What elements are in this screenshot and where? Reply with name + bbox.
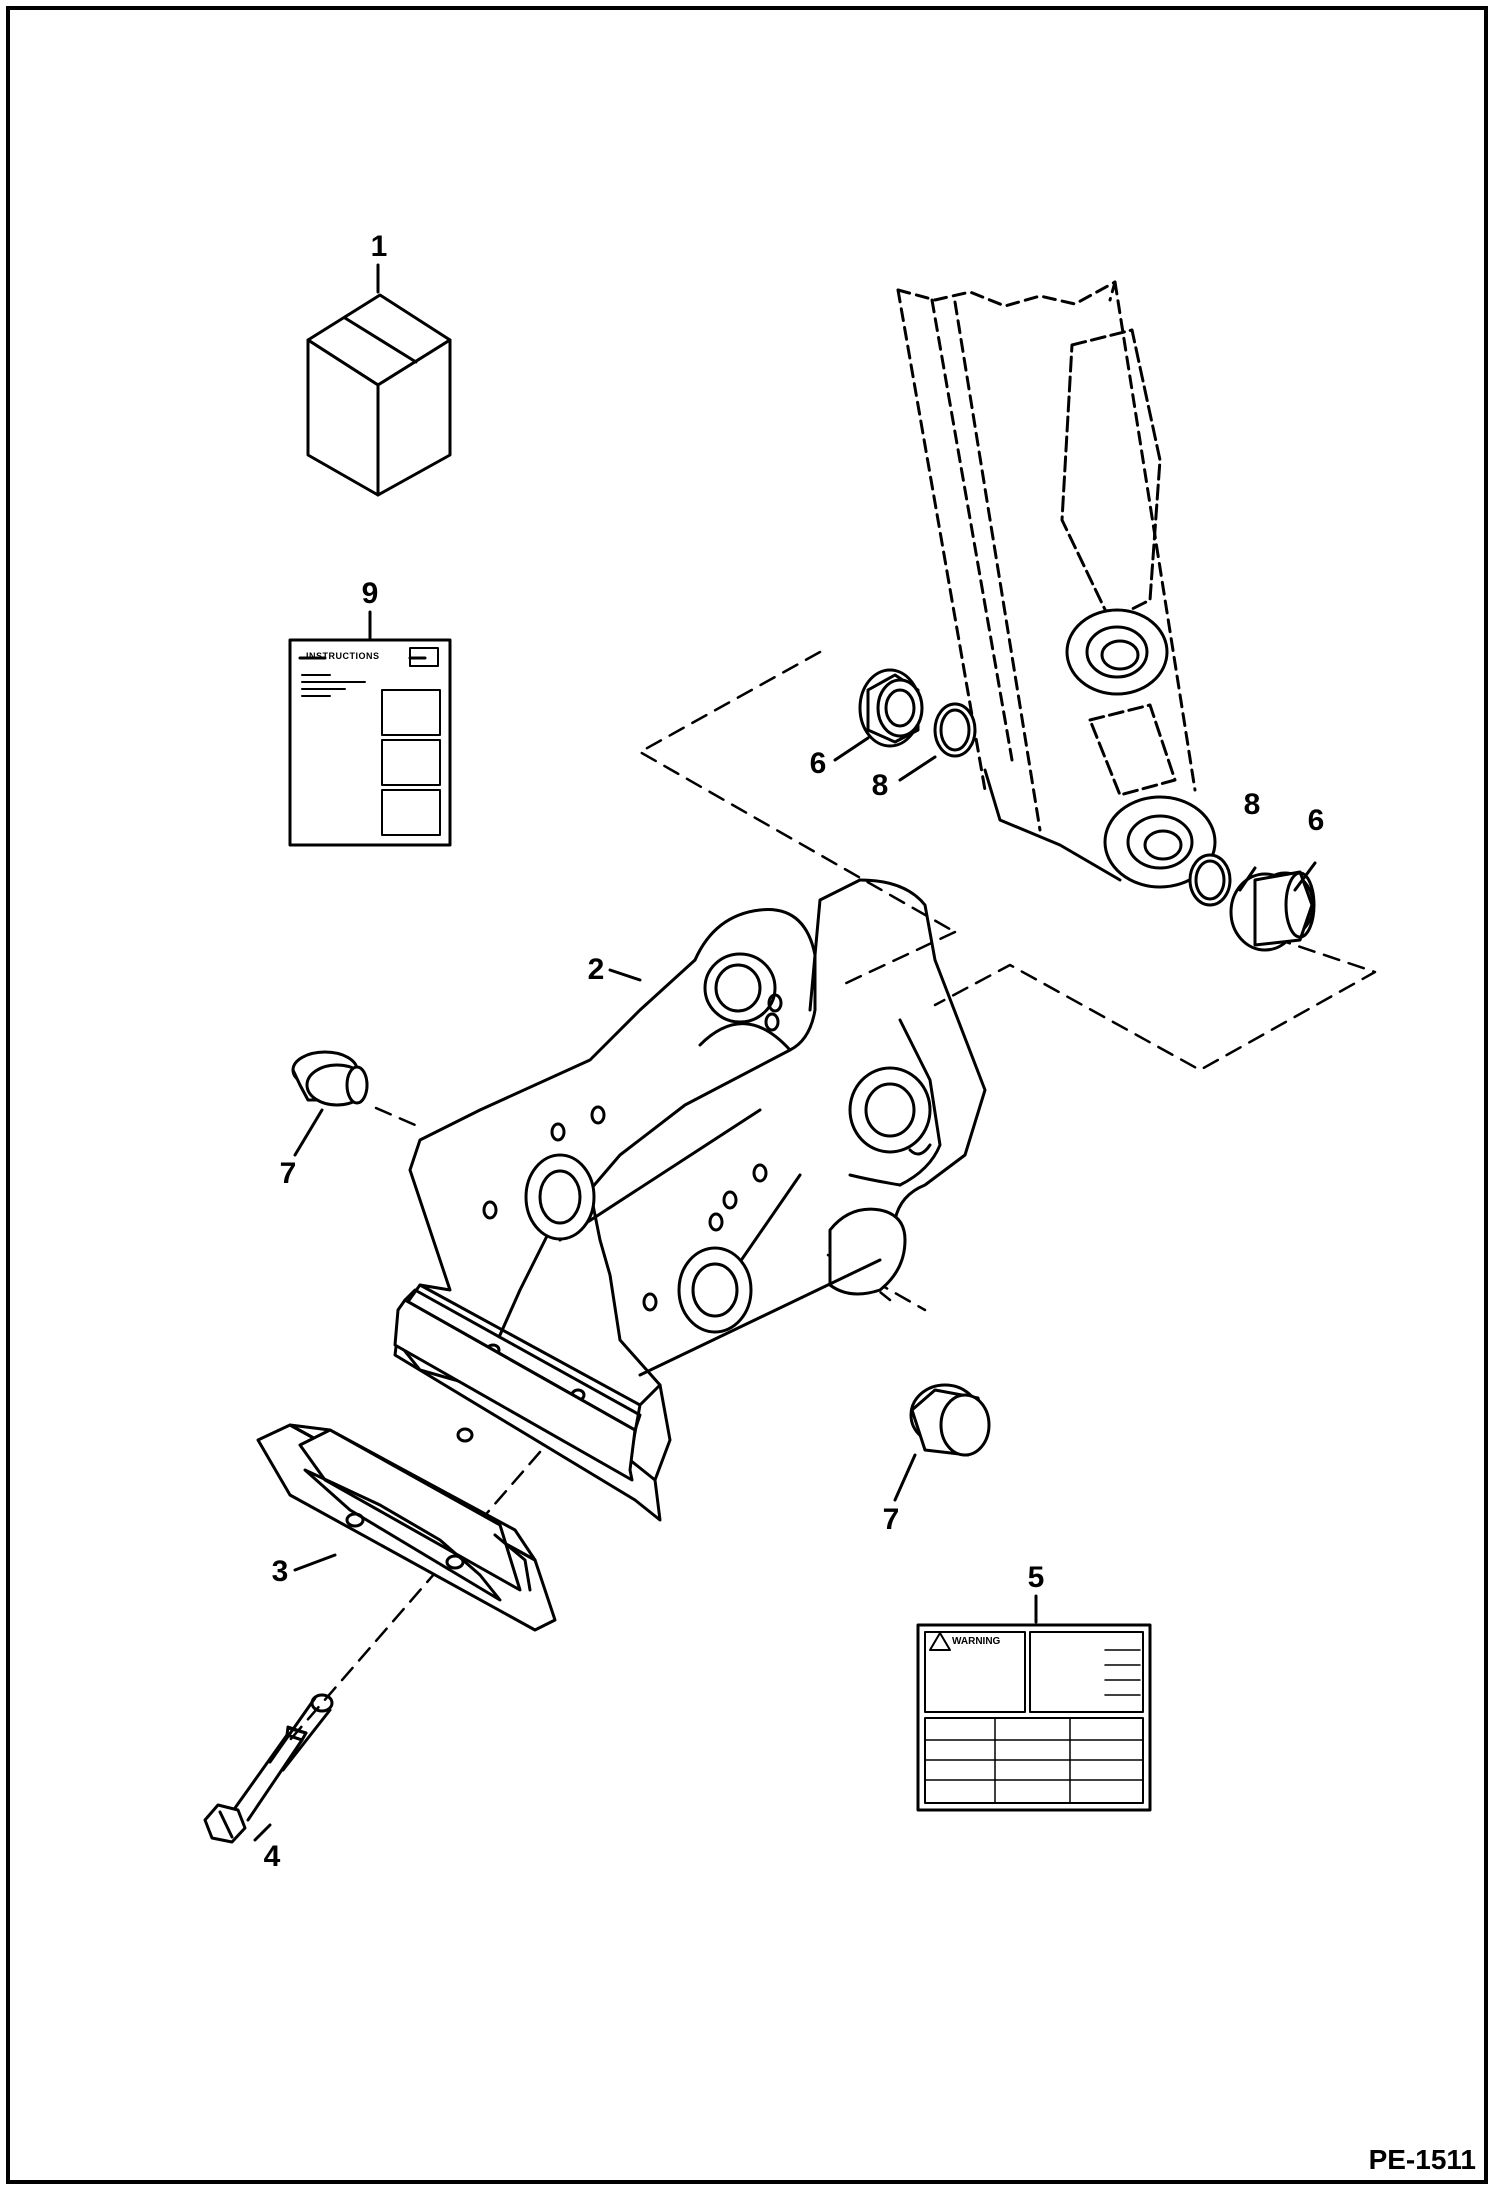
callout-4: 4 xyxy=(263,1840,281,1873)
diagram-frame xyxy=(6,6,1488,2184)
figure-code: PE-1511 xyxy=(1368,2144,1476,2175)
leader-lines xyxy=(253,736,1317,1842)
spacer-right-part xyxy=(909,1383,991,1457)
callout-7-left: 7 xyxy=(279,1157,297,1190)
bushing-upper-part xyxy=(858,668,924,748)
instructions-sheet-part xyxy=(288,638,452,847)
coupler-bracket-part xyxy=(393,878,987,1522)
kit-box-part xyxy=(306,293,452,497)
callout-3: 3 xyxy=(271,1555,289,1588)
callout-7-right: 7 xyxy=(882,1503,900,1536)
warning-decal-part xyxy=(916,1623,1152,1812)
callout-1: 1 xyxy=(370,230,388,263)
callout-5: 5 xyxy=(1027,1561,1045,1594)
o-ring-upper-part xyxy=(933,702,977,758)
arm-upper-bore xyxy=(1065,608,1169,696)
instructions-card-heading: INSTRUCTIONS xyxy=(306,651,380,661)
spacer-left-part xyxy=(291,1050,369,1107)
callout-6-upper: 6 xyxy=(809,747,827,780)
callout-2: 2 xyxy=(587,953,605,986)
o-ring-lower-part xyxy=(1188,853,1232,907)
callout-8-lower: 8 xyxy=(1243,788,1261,821)
warning-decal-heading: WARNING xyxy=(952,1636,1001,1647)
bolt-part xyxy=(203,1693,334,1844)
callout-8-upper: 8 xyxy=(871,769,889,802)
wedge-plate-part xyxy=(256,1423,557,1632)
arm-lower-bore xyxy=(1103,795,1217,889)
bushing-lower-part xyxy=(1229,870,1316,952)
callout-6-lower: 6 xyxy=(1307,804,1325,837)
arm-assembly-outline xyxy=(983,328,1177,882)
callout-9: 9 xyxy=(361,577,379,610)
